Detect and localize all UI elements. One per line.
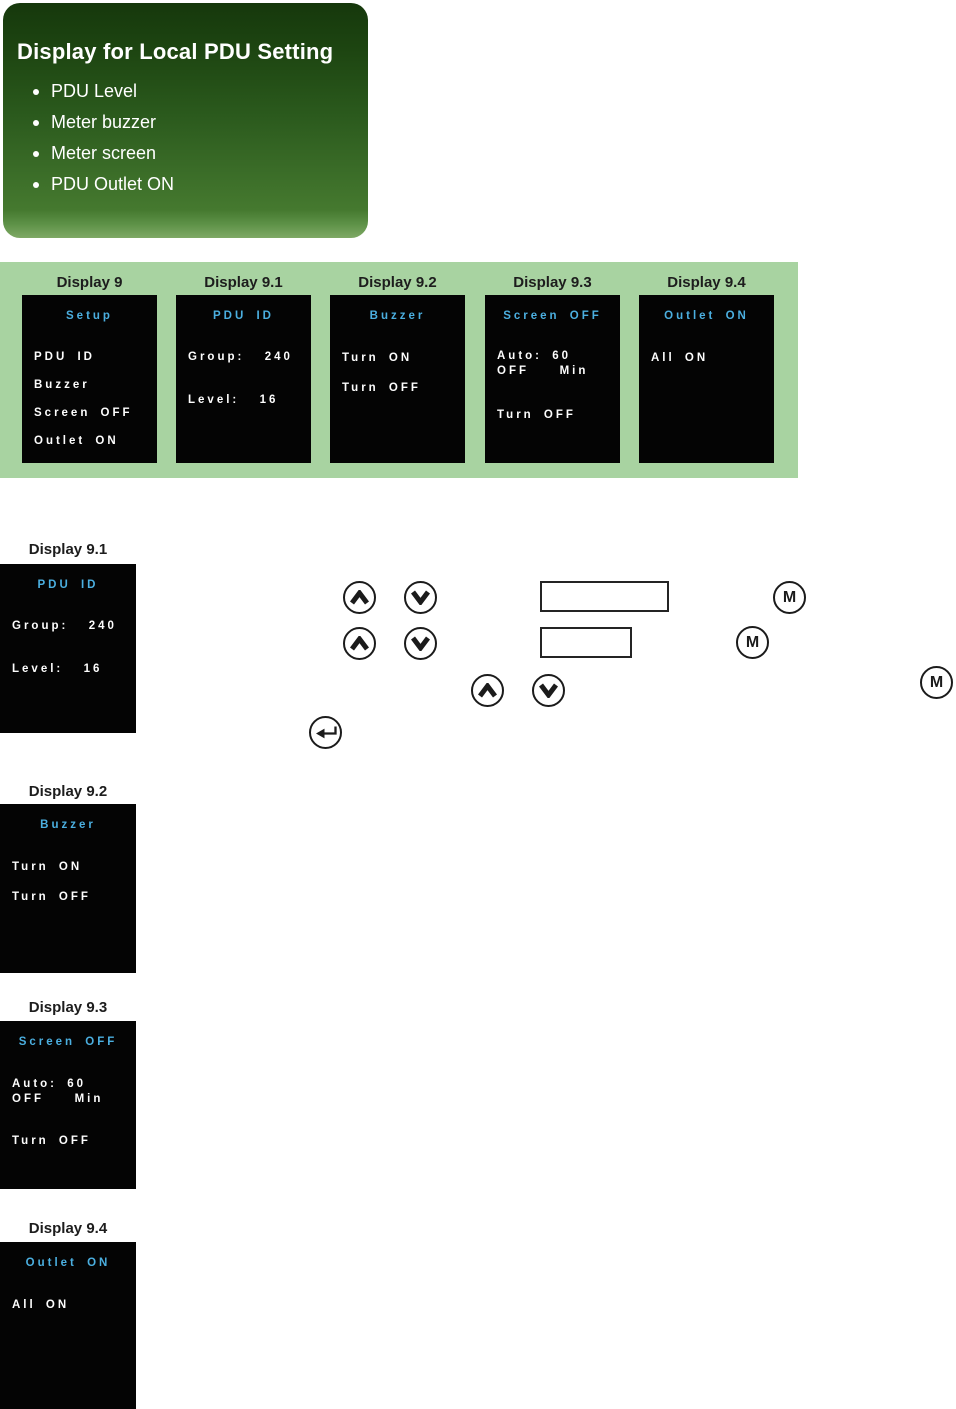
lcd-value-line: OFF Min (497, 365, 589, 377)
lcd-screen-pdu-id-detail: PDU ID Group: 240 Level: 16 (0, 564, 136, 733)
lcd-value-line: Group: 240 (12, 620, 117, 632)
overview-band: Display 9 Setup PDU ID Buzzer Screen OFF… (0, 262, 798, 478)
group-up-button[interactable] (343, 581, 376, 614)
level-value-box[interactable] (540, 627, 632, 658)
lcd-screen-outlet-on-detail: Outlet ON All ON (0, 1242, 136, 1409)
lcd-value-line: Group: 240 (188, 351, 293, 363)
overview-display-9: Display 9 Setup PDU ID Buzzer Screen OFF… (22, 272, 157, 463)
overview-display-9-4: Display 9.4 Outlet ON All ON (639, 272, 774, 463)
lcd-screen-screen-off: Screen OFF Auto: 60 OFF Min Turn OFF (485, 295, 620, 463)
section-label-9-2: Display 9.2 (28, 783, 108, 800)
display-label: Display 9.2 (358, 274, 437, 291)
bullet-icon (33, 119, 39, 126)
info-card-bullet-list: PDU Level Meter buzzer Meter screen PDU … (33, 81, 175, 206)
lcd-header: Outlet ON (25, 1257, 111, 1269)
level-down-button[interactable] (404, 627, 437, 660)
m-button-label: M (782, 588, 797, 606)
group-value-box[interactable] (540, 581, 669, 612)
lcd-value-line: Level: 16 (188, 394, 279, 406)
lcd-menu-item: Turn OFF (12, 891, 91, 903)
lcd-header: PDU ID (213, 310, 274, 322)
bullet-label: PDU Outlet ON (51, 174, 175, 194)
lcd-screen-screen-off-detail: Screen OFF Auto: 60 OFF Min Turn OFF (0, 1021, 136, 1189)
select-down-button[interactable] (532, 674, 565, 707)
bullet-icon (33, 181, 39, 188)
lcd-header: Buzzer (369, 310, 426, 322)
lcd-screen-pdu-id: PDU ID Group: 240 Level: 16 (176, 295, 311, 463)
bullet-label: Meter screen (51, 143, 157, 163)
chevron-up-icon (478, 683, 497, 698)
display-label: Display 9.3 (513, 274, 592, 291)
bullet-icon (33, 88, 39, 95)
list-item: Meter screen (33, 143, 174, 163)
chevron-down-icon (411, 636, 430, 651)
display-label: Display 9.4 (667, 274, 746, 291)
lcd-header: PDU ID (37, 579, 99, 591)
lcd-menu-item: Turn OFF (342, 382, 421, 394)
lcd-header: Screen OFF (503, 310, 602, 322)
m-button-confirm[interactable]: M (920, 666, 953, 699)
lcd-menu-item: Turn OFF (12, 1135, 91, 1147)
display-label: Display 9.1 (204, 274, 283, 291)
lcd-value-line: Auto: 60 (497, 350, 571, 362)
lcd-screen-buzzer-detail: Buzzer Turn ON Turn OFF (0, 804, 136, 973)
lcd-value-line: Auto: 60 (12, 1078, 86, 1090)
return-arrow-icon (315, 726, 337, 739)
section-label-9-3: Display 9.3 (28, 999, 108, 1016)
lcd-value-line: OFF Min (12, 1093, 104, 1105)
info-card-title: Display for Local PDU Setting (17, 39, 334, 64)
list-item: PDU Outlet ON (33, 174, 175, 194)
m-button-group[interactable]: M (773, 581, 806, 614)
return-button[interactable] (309, 716, 342, 749)
lcd-menu-item: Screen OFF (34, 407, 133, 419)
lcd-screen-outlet-on: Outlet ON All ON (639, 295, 774, 463)
section-label-9-4: Display 9.4 (28, 1220, 108, 1237)
overview-display-9-1: Display 9.1 PDU ID Group: 240 Level: 16 (176, 272, 311, 463)
list-item: Meter buzzer (33, 112, 174, 132)
lcd-screen-setup: Setup PDU ID Buzzer Screen OFF Outlet ON (22, 295, 157, 463)
list-item: PDU Level (33, 81, 174, 101)
m-button-level[interactable]: M (736, 626, 769, 659)
group-down-button[interactable] (404, 581, 437, 614)
info-card: Display for Local PDU Setting PDU Level … (3, 3, 368, 238)
lcd-header: Screen OFF (18, 1036, 118, 1048)
chevron-up-icon (350, 590, 369, 605)
lcd-menu-item: Outlet ON (34, 435, 119, 447)
lcd-menu-item: Turn OFF (497, 409, 576, 421)
bullet-label: Meter buzzer (51, 112, 157, 132)
lcd-value-line: Level: 16 (12, 663, 103, 675)
display-label: Display 9 (56, 274, 123, 291)
m-button-label: M (929, 673, 944, 691)
level-up-button[interactable] (343, 627, 376, 660)
bullet-icon (33, 150, 39, 157)
lcd-menu-item: PDU ID (34, 351, 95, 363)
bullet-label: PDU Level (51, 81, 138, 101)
lcd-menu-item: Turn ON (342, 352, 413, 364)
m-button-label: M (745, 633, 760, 651)
lcd-menu-item: All ON (651, 352, 709, 364)
overview-display-9-3: Display 9.3 Screen OFF Auto: 60 OFF Min … (485, 272, 620, 463)
section-label-9-1: Display 9.1 (28, 541, 108, 558)
lcd-header: Setup (66, 310, 113, 322)
lcd-header: Buzzer (40, 819, 96, 831)
overview-display-9-2: Display 9.2 Buzzer Turn ON Turn OFF (330, 272, 465, 463)
chevron-down-icon (539, 683, 558, 698)
select-up-button[interactable] (471, 674, 504, 707)
lcd-header: Outlet ON (664, 310, 749, 322)
lcd-menu-item: Turn ON (12, 861, 83, 873)
lcd-menu-item: Buzzer (34, 379, 90, 391)
lcd-menu-item: All ON (12, 1299, 70, 1311)
chevron-up-icon (350, 636, 369, 651)
chevron-down-icon (411, 590, 430, 605)
lcd-screen-buzzer: Buzzer Turn ON Turn OFF (330, 295, 465, 463)
